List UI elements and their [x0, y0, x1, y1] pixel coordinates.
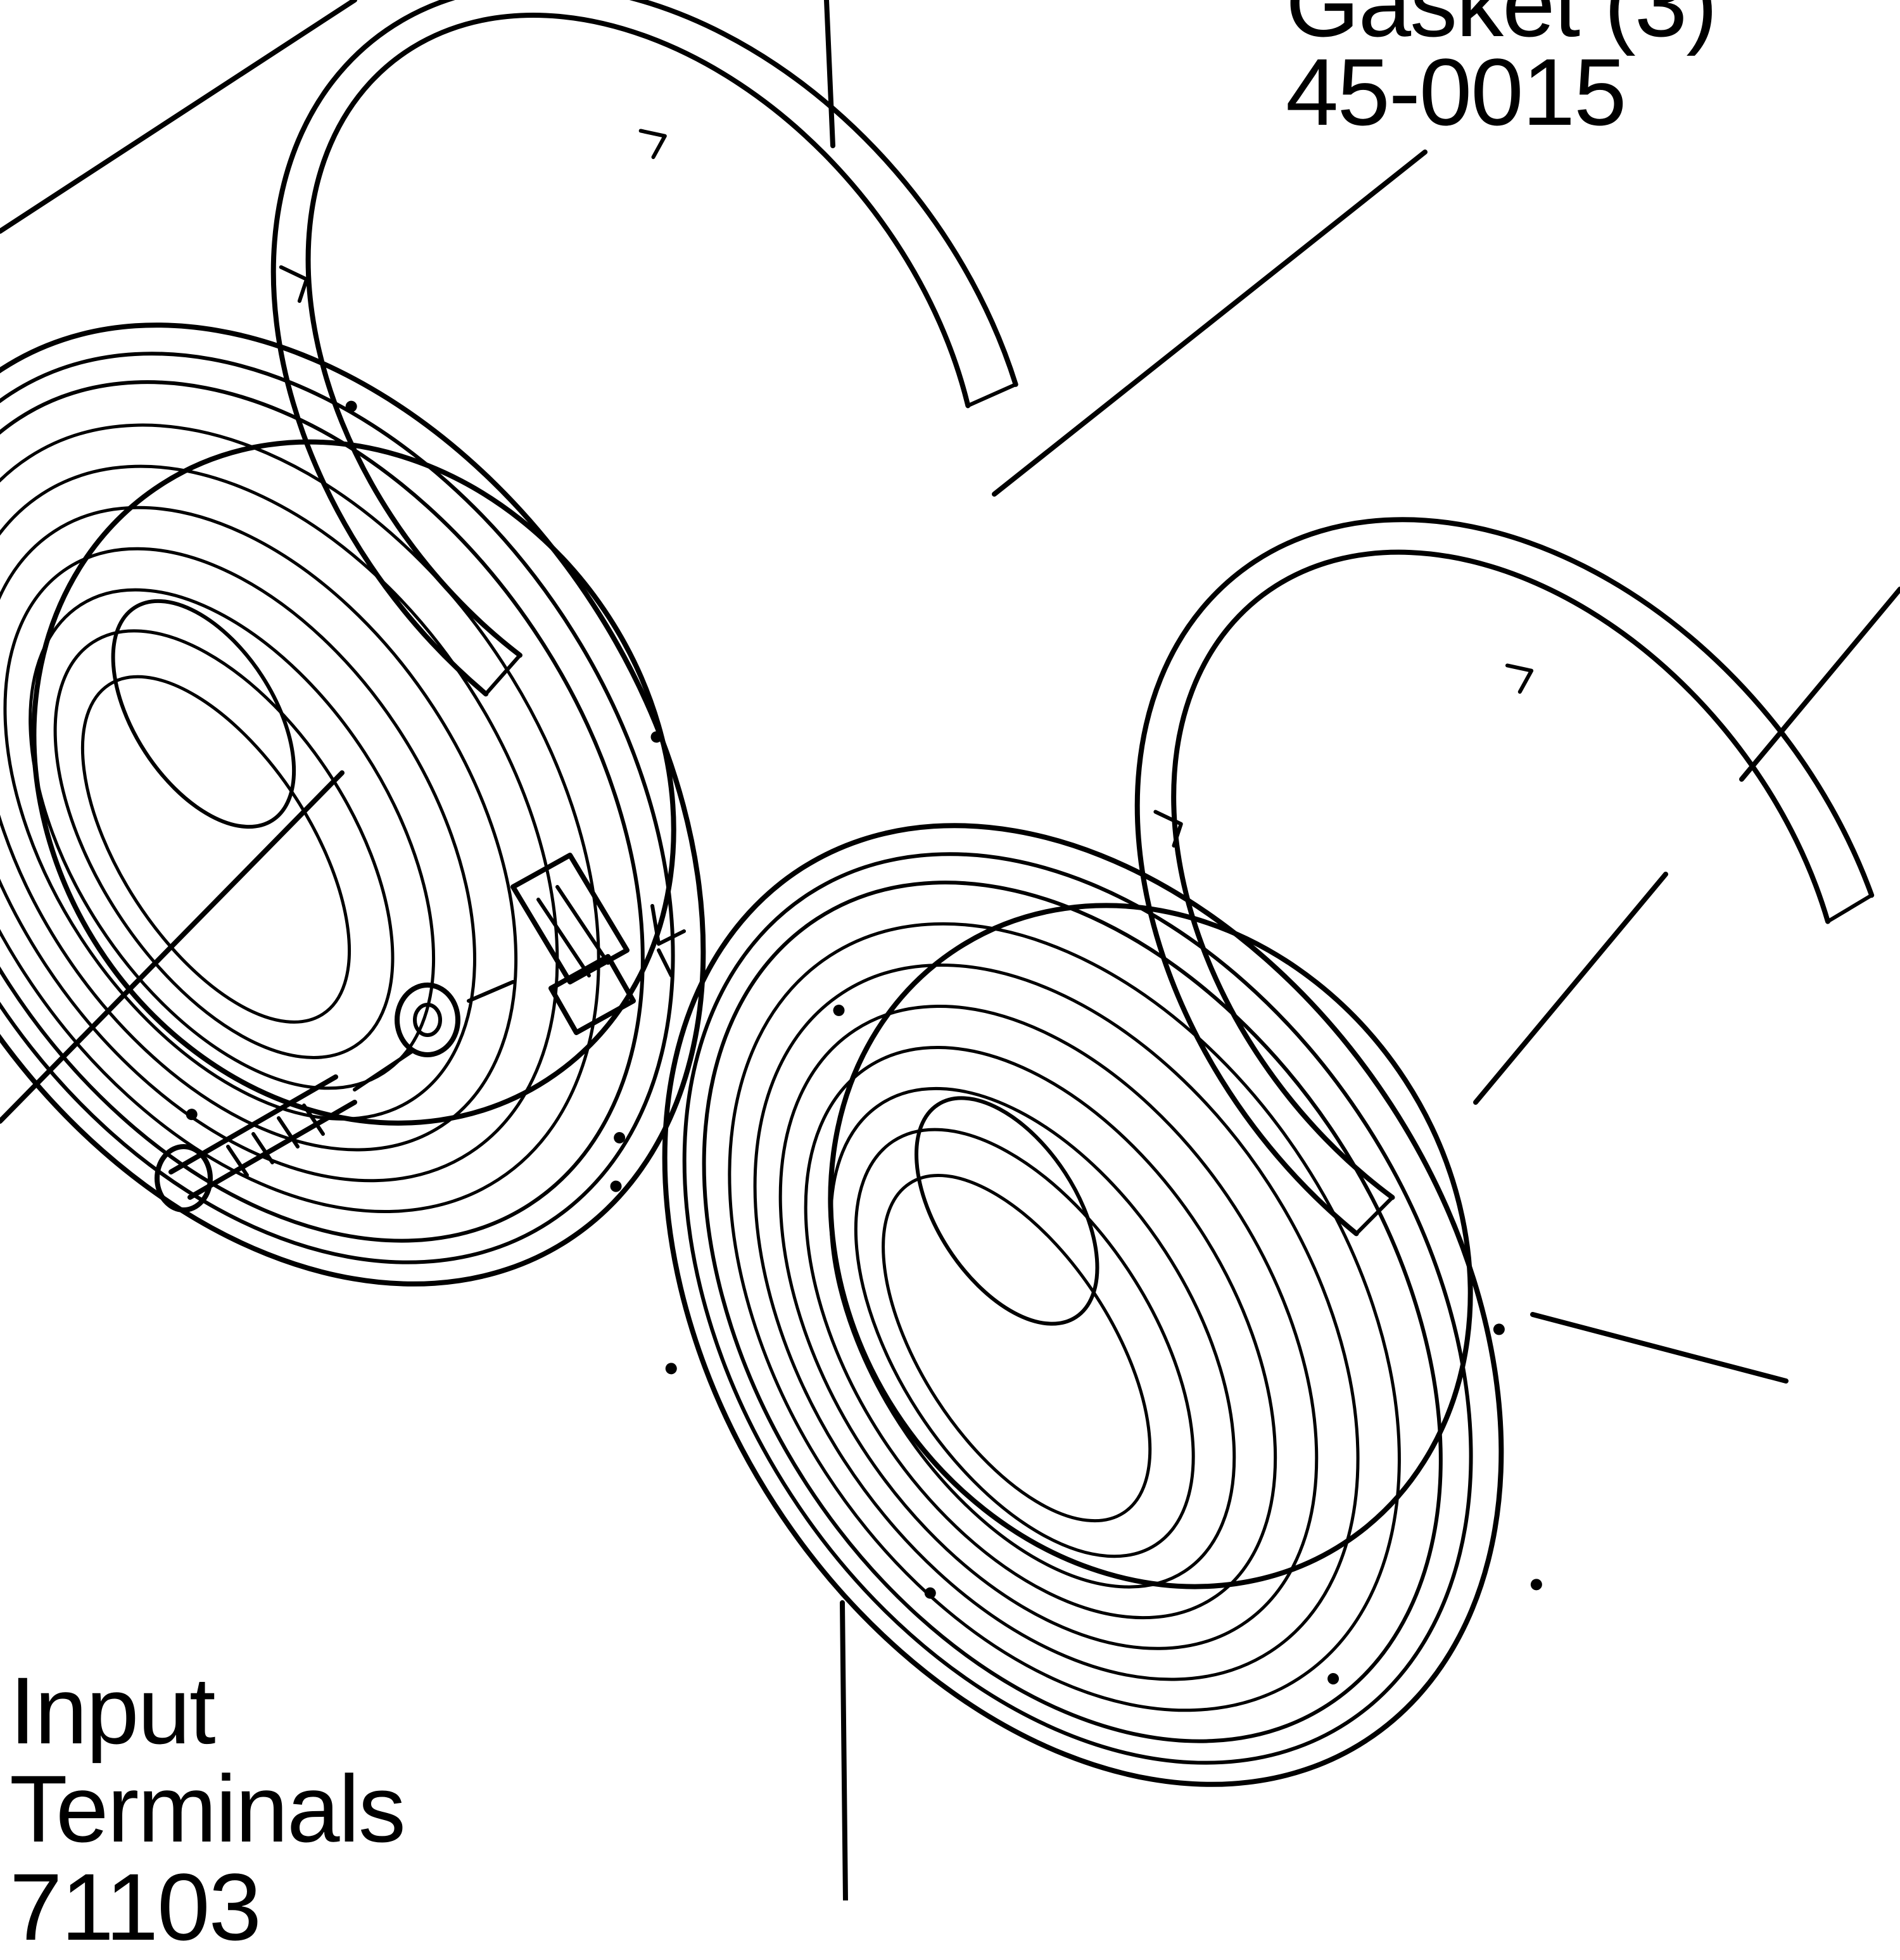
woofer-driver-right-icon — [614, 823, 1542, 1787]
gasket-part-number: 45-0015 — [1286, 39, 1626, 145]
mounting-screw-icon — [155, 983, 460, 1212]
input-terminal-icon — [467, 853, 686, 1035]
input-terminals-label-line2: Terminals — [10, 1755, 406, 1862]
gasket-ring-top-icon — [270, 0, 1018, 697]
input-terminals-label-line1: Input — [10, 1657, 216, 1764]
input-terminals-part-number: 71103 — [10, 1854, 262, 1960]
gasket-label: Gasket (3) — [1286, 0, 1718, 56]
woofer-driver-left-icon — [0, 322, 706, 1287]
diagram-drawing — [0, 0, 1900, 1903]
leader-lines — [0, 150, 1900, 1384]
cabinet-edges — [0, 0, 848, 1903]
gasket-ring-right-icon — [1134, 517, 1875, 1237]
